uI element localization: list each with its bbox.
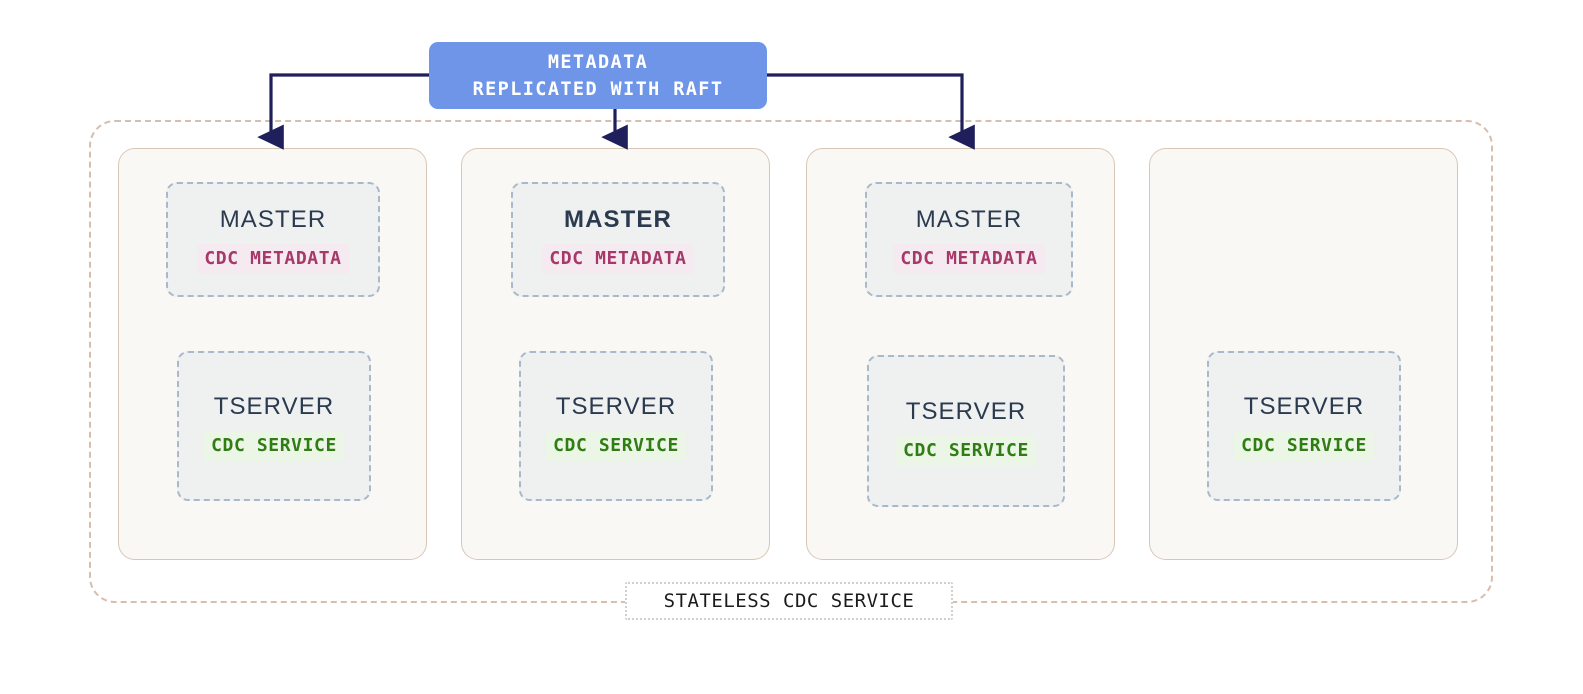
tserver-title-4: TSERVER bbox=[1243, 392, 1365, 420]
tserver-box-2: TSERVER CDC SERVICE bbox=[519, 351, 713, 501]
metadata-raft-box: METADATA REPLICATED WITH RAFT bbox=[429, 42, 767, 109]
node-card-1: MASTER CDC METADATA TSERVER CDC SERVICE bbox=[118, 148, 427, 560]
tserver-box-3: TSERVER CDC SERVICE bbox=[867, 355, 1065, 507]
node-card-4: TSERVER CDC SERVICE bbox=[1149, 148, 1458, 560]
tserver-box-1: TSERVER CDC SERVICE bbox=[177, 351, 371, 501]
node-row: MASTER CDC METADATA TSERVER CDC SERVICE … bbox=[118, 148, 1459, 560]
cdc-service-tag-1: CDC SERVICE bbox=[204, 430, 344, 461]
metadata-line-1: METADATA bbox=[547, 51, 649, 73]
master-box-3: MASTER CDC METADATA bbox=[865, 182, 1073, 297]
cdc-metadata-tag-2: CDC METADATA bbox=[542, 244, 694, 274]
cdc-service-tag-2: CDC SERVICE bbox=[546, 430, 686, 461]
tserver-title-1: TSERVER bbox=[213, 392, 335, 420]
master-title-1: MASTER bbox=[219, 206, 327, 233]
cdc-service-tag-3: CDC SERVICE bbox=[896, 435, 1036, 466]
metadata-line-2: REPLICATED WITH RAFT bbox=[472, 78, 724, 100]
node-card-3: MASTER CDC METADATA TSERVER CDC SERVICE bbox=[806, 148, 1115, 560]
tserver-title-2: TSERVER bbox=[555, 392, 677, 420]
stateless-cdc-service-caption-text: STATELESS CDC SERVICE bbox=[663, 590, 915, 612]
cdc-service-tag-4: CDC SERVICE bbox=[1234, 430, 1374, 461]
cdc-metadata-tag-3: CDC METADATA bbox=[893, 244, 1045, 274]
node-card-2: MASTER CDC METADATA TSERVER CDC SERVICE bbox=[461, 148, 770, 560]
stateless-cdc-service-caption: STATELESS CDC SERVICE bbox=[625, 582, 953, 620]
master-box-2: MASTER CDC METADATA bbox=[511, 182, 725, 297]
tserver-box-4: TSERVER CDC SERVICE bbox=[1207, 351, 1401, 501]
master-title-2: MASTER bbox=[564, 206, 672, 233]
tserver-title-3: TSERVER bbox=[905, 397, 1027, 425]
cdc-metadata-tag-1: CDC METADATA bbox=[197, 244, 349, 274]
master-box-1: MASTER CDC METADATA bbox=[166, 182, 380, 297]
master-title-3: MASTER bbox=[915, 206, 1023, 233]
